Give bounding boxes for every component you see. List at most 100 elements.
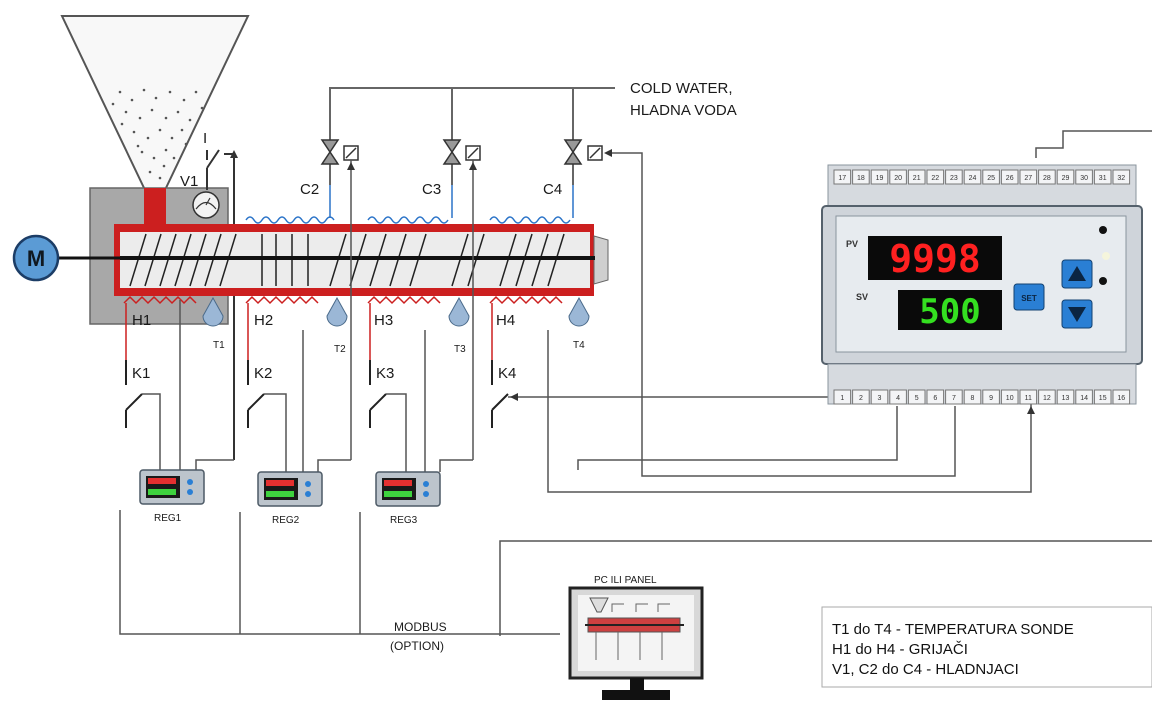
modbus-option-label: (OPTION) [390,639,444,653]
feed-throat [144,188,166,228]
regulator-reg1 [139,469,205,505]
cooler-label-c3: C3 [422,181,441,198]
bottom-terminal-label: 13 [1062,395,1070,402]
contactors [125,360,509,428]
legend-item-sensors: T1 do T4 - TEMPERATURA SONDE [832,621,1074,638]
bottom-terminal-label: 4 [896,395,900,402]
top-terminal [1056,169,1075,185]
motor-label: M [27,246,45,271]
bottom-terminal [1093,389,1112,405]
heater-label-h4: H4 [496,312,515,329]
top-terminal [852,169,870,185]
bottom-terminal-label: 16 [1117,395,1125,402]
cooling-valve-c4-icon [563,139,603,165]
contactor-label-k2: K2 [254,365,272,382]
bottom-terminal-label: 11 [1025,395,1032,402]
top-terminal [963,169,982,185]
top-terminal-label: 27 [1024,175,1032,182]
top-terminal-label: 28 [1043,175,1051,182]
top-terminal [1000,169,1019,185]
bottom-terminal [926,389,945,405]
regulator-reg3 [375,471,441,507]
regulator-reg2 [257,471,323,507]
top-terminal [982,169,1000,185]
bottom-terminal-label: 1 [840,395,844,402]
cooler-label-c2: C2 [300,181,319,198]
motor-icon [12,234,60,282]
set-button-label: SET [1021,294,1037,303]
bottom-terminal-label: 14 [1080,395,1088,402]
temperature-probe-t3-icon [448,296,470,327]
bottom-terminal-label: 6 [933,395,937,402]
pc-panel [568,586,704,700]
top-terminal-label: 30 [1080,175,1088,182]
top-terminal-label: 22 [931,175,939,182]
arrow-down-icon [1068,307,1086,322]
bottom-terminal [1056,389,1075,405]
top-terminal-label: 20 [894,175,902,182]
status-led-2 [1102,252,1110,260]
cold-water-label-local: HLADNA VODA [630,102,737,119]
bottom-terminal [907,389,926,405]
regulator-label-reg3: REG3 [390,515,418,526]
bottom-terminal-label: 5 [915,395,919,402]
bottom-terminal-label: 8 [971,395,975,402]
set-button[interactable]: SET [1013,283,1045,311]
top-terminal-label: 24 [969,175,977,182]
arrow-up-icon [1068,266,1086,281]
temperature-probe-t1-icon [202,296,224,327]
top-terminal [833,169,852,185]
temperature-probe-t4-icon [568,296,590,327]
top-terminal-label: 21 [913,175,921,182]
sensor-label-t3: T3 [454,344,466,355]
bottom-terminal [945,389,963,405]
bottom-terminal-label: 12 [1043,395,1051,402]
bottom-terminal [833,389,852,405]
barrel [114,224,609,296]
bottom-terminal [1000,389,1019,405]
bottom-terminal-label: 2 [859,395,863,402]
top-terminal-label: 26 [1006,175,1014,182]
top-terminal-label: 18 [857,175,865,182]
bottom-terminal [1075,389,1093,405]
hopper [60,15,250,191]
top-terminal [907,169,926,185]
bottom-terminal-label: 9 [989,395,993,402]
heater-label-h2: H2 [254,312,273,329]
pv-display [868,236,1002,280]
regulator-label-reg2: REG2 [272,515,300,526]
contactor-label-k4: K4 [498,365,516,382]
status-led-1 [1099,226,1107,234]
sensor-label-t1: T1 [213,340,225,351]
top-terminal-label: 31 [1099,175,1107,182]
bottom-terminal-label: 7 [952,395,956,402]
top-terminal-label: 25 [987,175,995,182]
main-temperature-controller [821,164,1143,405]
switch-i-label: I [203,130,207,147]
bottom-terminal-label: 3 [878,395,882,402]
regulator-label-reg1: REG1 [154,513,182,524]
top-terminal-label: 32 [1117,175,1125,182]
heater-coils [123,295,563,305]
heater-label-h3: H3 [374,312,393,329]
top-terminal [1038,169,1056,185]
cooling-valve-c2-icon [320,139,359,460]
sv-label: SV [856,292,868,302]
bottom-terminal [1038,389,1056,405]
pv-value: 9998 [889,237,981,281]
sv-display [898,290,1002,330]
top-terminal-label: 19 [876,175,884,182]
cooling-valve-c3-icon [442,139,481,460]
sensor-label-t2: T2 [334,344,346,355]
top-terminal [1093,169,1112,185]
bottom-terminal [982,389,1000,405]
bottom-terminal [870,389,889,405]
bottom-terminal [852,389,870,405]
heater-label-h1: H1 [132,312,151,329]
sv-value: 500 [919,292,980,332]
pc-panel-title: PC ILI PANEL [594,575,657,586]
top-terminal [870,169,889,185]
